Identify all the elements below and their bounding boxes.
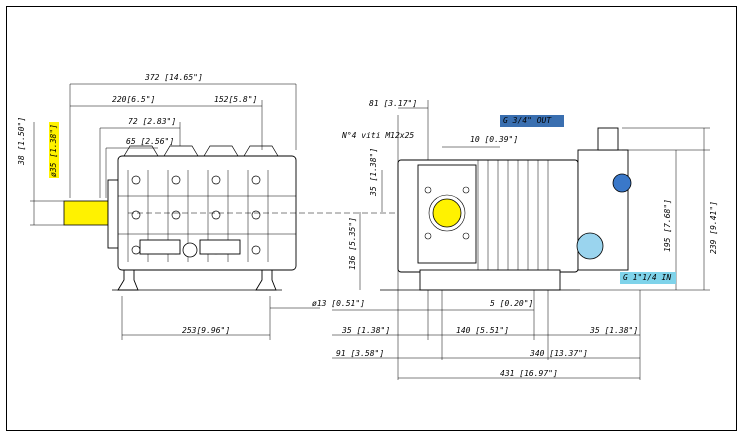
mount-foot-left xyxy=(117,269,139,291)
shaft-end xyxy=(432,198,462,228)
front-view: 372 [14.65"] 220[6.5"] 152[5.8"] 72 [2.8… xyxy=(17,73,420,340)
dim-35-right: 35 [1.38"] xyxy=(589,326,638,335)
dim-340: 340 [13.37"] xyxy=(529,349,588,358)
dim-136: 136 [5.35"] xyxy=(348,217,357,270)
dim-372: 372 [14.65"] xyxy=(144,73,203,82)
dim-38: 38 [1.50"] xyxy=(17,117,26,166)
dim-65: 65 [2.56"] xyxy=(126,137,174,146)
manifold xyxy=(577,149,629,271)
shaft-dia-highlight xyxy=(49,122,59,178)
dim-81: 81 [3.17"] xyxy=(369,99,417,108)
dim-72: 72 [2.83"] xyxy=(128,117,176,126)
dim-35-vert: 35 [1.38"] xyxy=(369,148,378,197)
dim-140: 140 [5.51"] xyxy=(456,326,509,335)
outlet-port-label: G 3/4" OUT xyxy=(500,115,564,127)
dim-239: 239 [9.41"] xyxy=(709,201,718,254)
side-view: 81 [3.17"] N°4 viti M12x25 10 [0.39"] 35… xyxy=(332,99,718,380)
drive-shaft xyxy=(63,200,109,226)
dim-253: 253[9.96"] xyxy=(182,326,230,335)
dim-35-left: 35 [1.38"] xyxy=(341,326,390,335)
dim-shaft-dia: ø35 [1.38"] xyxy=(49,124,58,177)
bolt-callout: N°4 viti M12x25 xyxy=(341,131,414,140)
inlet-port xyxy=(576,232,604,260)
inlet-port-label: G 1"1/4 IN xyxy=(620,272,676,284)
mount-foot-right xyxy=(255,269,277,291)
dim-152: 152[5.8"] xyxy=(214,95,257,104)
dim-hole: ø13 [0.51"] xyxy=(312,299,365,308)
dim-91: 91 [3.58"] xyxy=(336,349,384,358)
outlet-port xyxy=(612,173,632,193)
dim-10: 10 [0.39"] xyxy=(470,135,518,144)
dim-195: 195 [7.68"] xyxy=(663,199,672,252)
dim-5: 5 [0.20"] xyxy=(490,299,533,308)
dim-220: 220[6.5"] xyxy=(112,95,155,104)
drawing-frame xyxy=(6,6,737,431)
dim-431: 431 [16.97"] xyxy=(500,369,558,378)
